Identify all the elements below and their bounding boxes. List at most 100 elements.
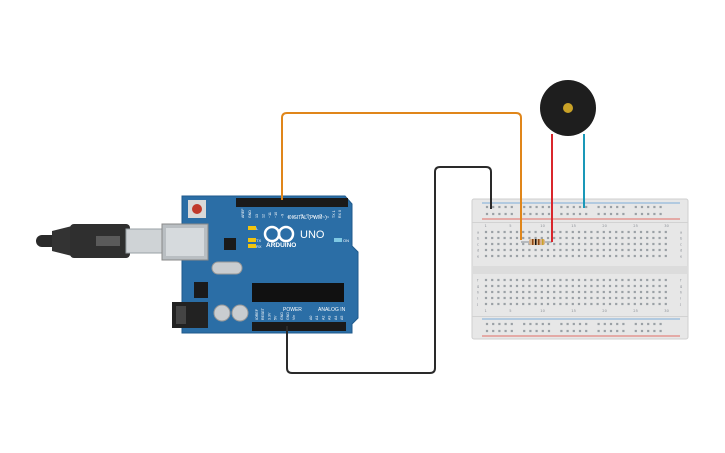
breadboard-hole[interactable] <box>571 296 574 300</box>
breadboard-hole[interactable] <box>646 242 649 246</box>
breadboard-rail-hole[interactable] <box>603 212 606 216</box>
breadboard-rail-hole[interactable] <box>634 205 637 209</box>
breadboard-hole[interactable] <box>528 296 531 300</box>
breadboard-hole[interactable] <box>627 254 630 258</box>
breadboard-hole[interactable] <box>491 242 494 246</box>
breadboard-rail-hole[interactable] <box>647 212 650 216</box>
breadboard-hole[interactable] <box>559 248 562 252</box>
breadboard-hole[interactable] <box>571 242 574 246</box>
breadboard-hole[interactable] <box>596 290 599 294</box>
breadboard-hole[interactable] <box>528 248 531 252</box>
breadboard-hole[interactable] <box>571 284 574 288</box>
breadboard-rail-hole[interactable] <box>560 205 563 209</box>
breadboard-hole[interactable] <box>664 302 667 306</box>
breadboard-hole[interactable] <box>584 278 587 282</box>
breadboard-hole[interactable] <box>621 296 624 300</box>
breadboard-hole[interactable] <box>639 302 643 306</box>
breadboard-hole[interactable] <box>484 230 488 234</box>
breadboard-rail-hole[interactable] <box>535 322 538 326</box>
breadboard-hole[interactable] <box>615 296 618 300</box>
breadboard-hole[interactable] <box>534 296 537 300</box>
breadboard-hole[interactable] <box>553 278 556 282</box>
breadboard-rail-hole[interactable] <box>535 212 538 216</box>
breadboard-hole[interactable] <box>646 284 649 288</box>
breadboard-hole[interactable] <box>559 296 562 300</box>
breadboard-hole[interactable] <box>559 242 562 246</box>
breadboard-hole[interactable] <box>621 242 624 246</box>
breadboard-hole[interactable] <box>664 242 667 246</box>
breadboard-hole[interactable] <box>602 290 605 294</box>
breadboard-rail-hole[interactable] <box>647 205 650 209</box>
breadboard-hole[interactable] <box>540 254 543 258</box>
breadboard-hole[interactable] <box>540 284 543 288</box>
breadboard-rail-hole[interactable] <box>609 212 613 216</box>
breadboard-hole[interactable] <box>503 254 506 258</box>
breadboard-rail-hole[interactable] <box>498 329 501 333</box>
breadboard-rail-hole[interactable] <box>504 322 507 326</box>
breadboard-rail-hole[interactable] <box>541 212 544 216</box>
breadboard-hole[interactable] <box>584 248 587 252</box>
breadboard-hole[interactable] <box>596 242 599 246</box>
breadboard-hole[interactable] <box>596 248 599 252</box>
breadboard-hole[interactable] <box>633 302 636 306</box>
breadboard-rail-hole[interactable] <box>647 329 650 333</box>
breadboard-rail-hole[interactable] <box>492 322 495 326</box>
breadboard-hole[interactable] <box>491 302 494 306</box>
breadboard-hole[interactable] <box>503 248 506 252</box>
breadboard-rail-hole[interactable] <box>609 205 613 209</box>
breadboard-rail-hole[interactable] <box>572 329 575 333</box>
breadboard-hole[interactable] <box>565 248 568 252</box>
breadboard-hole[interactable] <box>608 254 612 258</box>
breadboard-hole[interactable] <box>639 284 643 288</box>
breadboard-rail-hole[interactable] <box>510 329 513 333</box>
breadboard-hole[interactable] <box>646 278 649 282</box>
breadboard-hole[interactable] <box>559 254 562 258</box>
breadboard-rail-hole[interactable] <box>560 329 563 333</box>
breadboard-hole[interactable] <box>484 254 488 258</box>
breadboard-hole[interactable] <box>522 242 525 246</box>
breadboard-hole[interactable] <box>658 248 661 252</box>
breadboard-hole[interactable] <box>503 302 506 306</box>
breadboard-rail-hole[interactable] <box>529 322 532 326</box>
breadboard-rail-hole[interactable] <box>597 322 600 326</box>
piezo-buzzer[interactable] <box>540 80 596 136</box>
breadboard-hole[interactable] <box>540 230 543 234</box>
breadboard-hole[interactable] <box>528 254 531 258</box>
breadboard-hole[interactable] <box>639 296 643 300</box>
breadboard-hole[interactable] <box>658 278 661 282</box>
breadboard-hole[interactable] <box>652 296 655 300</box>
breadboard-hole[interactable] <box>509 248 512 252</box>
breadboard-rail-hole[interactable] <box>578 205 582 209</box>
breadboard-hole[interactable] <box>497 290 500 294</box>
breadboard-hole[interactable] <box>546 278 550 282</box>
breadboard-rail-hole[interactable] <box>622 212 625 216</box>
breadboard-hole[interactable] <box>491 254 494 258</box>
breadboard-rail-hole[interactable] <box>622 329 625 333</box>
breadboard-rail-hole[interactable] <box>547 212 551 216</box>
breadboard-rail-hole[interactable] <box>541 329 544 333</box>
breadboard-hole[interactable] <box>639 290 643 294</box>
breadboard-rail-hole[interactable] <box>510 322 513 326</box>
breadboard-hole[interactable] <box>658 296 661 300</box>
breadboard-hole[interactable] <box>497 296 500 300</box>
breadboard-hole[interactable] <box>553 296 556 300</box>
breadboard-hole[interactable] <box>627 284 630 288</box>
breadboard-hole[interactable] <box>627 278 630 282</box>
breadboard-hole[interactable] <box>540 248 543 252</box>
breadboard-hole[interactable] <box>646 230 649 234</box>
breadboard-hole[interactable] <box>577 290 581 294</box>
breadboard-hole[interactable] <box>590 284 593 288</box>
breadboard-hole[interactable] <box>522 254 525 258</box>
breadboard-hole[interactable] <box>602 302 605 306</box>
breadboard-rail-hole[interactable] <box>566 212 569 216</box>
breadboard-hole[interactable] <box>491 296 494 300</box>
breadboard-hole[interactable] <box>584 236 587 240</box>
breadboard-hole[interactable] <box>602 248 605 252</box>
breadboard-hole[interactable] <box>553 248 556 252</box>
breadboard-hole[interactable] <box>652 248 655 252</box>
breadboard-rail-hole[interactable] <box>492 212 495 216</box>
breadboard-rail-hole[interactable] <box>566 205 569 209</box>
breadboard-rail-hole[interactable] <box>541 205 544 209</box>
breadboard-hole[interactable] <box>633 296 636 300</box>
breadboard-hole[interactable] <box>658 254 661 258</box>
